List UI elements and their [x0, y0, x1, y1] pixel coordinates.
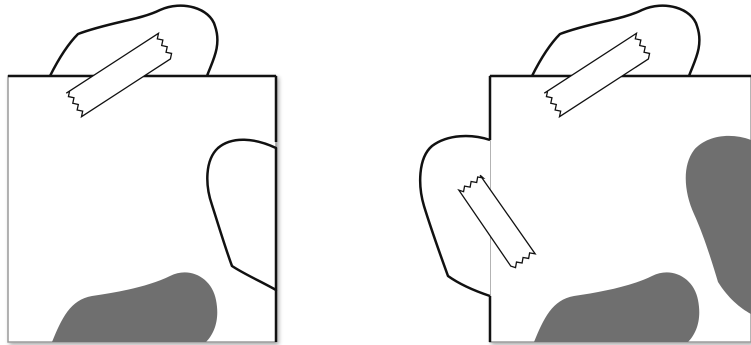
gray-blob — [534, 272, 700, 342]
left-flap — [419, 134, 491, 298]
tape-strip — [543, 31, 651, 119]
right-flap — [206, 138, 278, 292]
top-flap — [530, 4, 701, 77]
tape-strip — [457, 174, 537, 269]
top-flap — [48, 4, 219, 77]
tape-strip — [65, 31, 173, 119]
gray-blob — [52, 272, 218, 342]
panel-after — [419, 4, 751, 343]
gray-blob-right — [685, 135, 751, 314]
panel-before — [7, 4, 278, 343]
